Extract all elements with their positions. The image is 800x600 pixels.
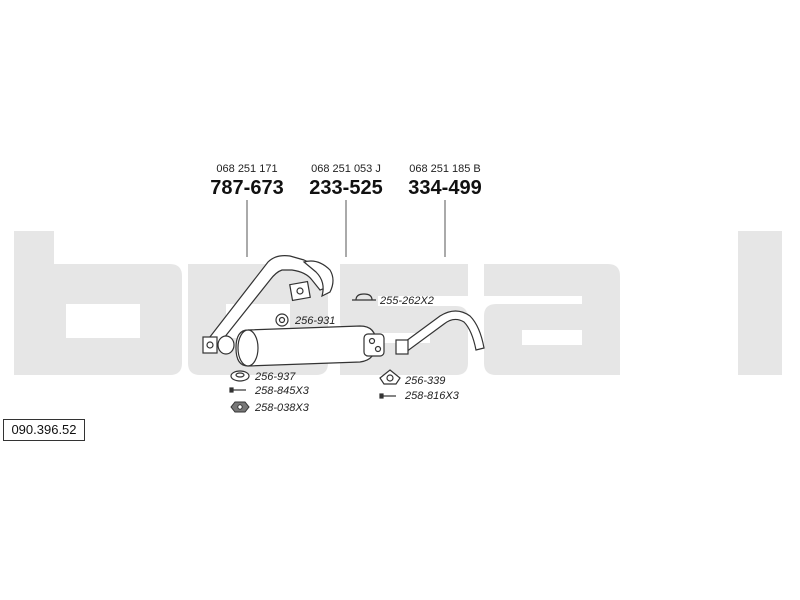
- front-pipe-part: [202, 255, 334, 355]
- diagram-reference-number: 090.396.52: [3, 419, 85, 441]
- bolt-icon: [229, 387, 246, 393]
- bolt-icon: [379, 393, 396, 399]
- accessory-label: 256-931: [294, 315, 335, 327]
- accessory-label: 255-262X2: [379, 295, 434, 307]
- accessory-label: 258-038X3: [254, 402, 310, 414]
- gasket-ring-icon: [275, 313, 289, 327]
- muffler-part: [235, 325, 385, 367]
- callout-787-673: 068 251 171 787-673: [210, 163, 284, 257]
- accessory-label: 258-845X3: [254, 385, 310, 397]
- triangular-gasket-icon: [379, 369, 401, 385]
- oe-number-label: 068 251 185 B: [409, 163, 481, 175]
- clamp-icon: [352, 293, 376, 301]
- tail-pipe-part: [395, 310, 485, 355]
- callout-233-525: 068 251 053 J 233-525: [309, 163, 383, 257]
- accessory-label: 258-816X3: [404, 390, 460, 402]
- callout-334-499: 068 251 185 B 334-499: [408, 163, 482, 257]
- part-number-label: 233-525: [309, 177, 382, 199]
- part-number-label: 334-499: [408, 177, 481, 199]
- oe-number-label: 068 251 053 J: [311, 163, 381, 175]
- nut-icon: [230, 401, 250, 413]
- part-number-label: 787-673: [210, 177, 283, 199]
- accessory-label: 256-937: [254, 371, 296, 383]
- rubber-mount-icon: [230, 370, 250, 382]
- accessory-label: 256-339: [404, 375, 445, 387]
- oe-number-label: 068 251 171: [216, 163, 277, 175]
